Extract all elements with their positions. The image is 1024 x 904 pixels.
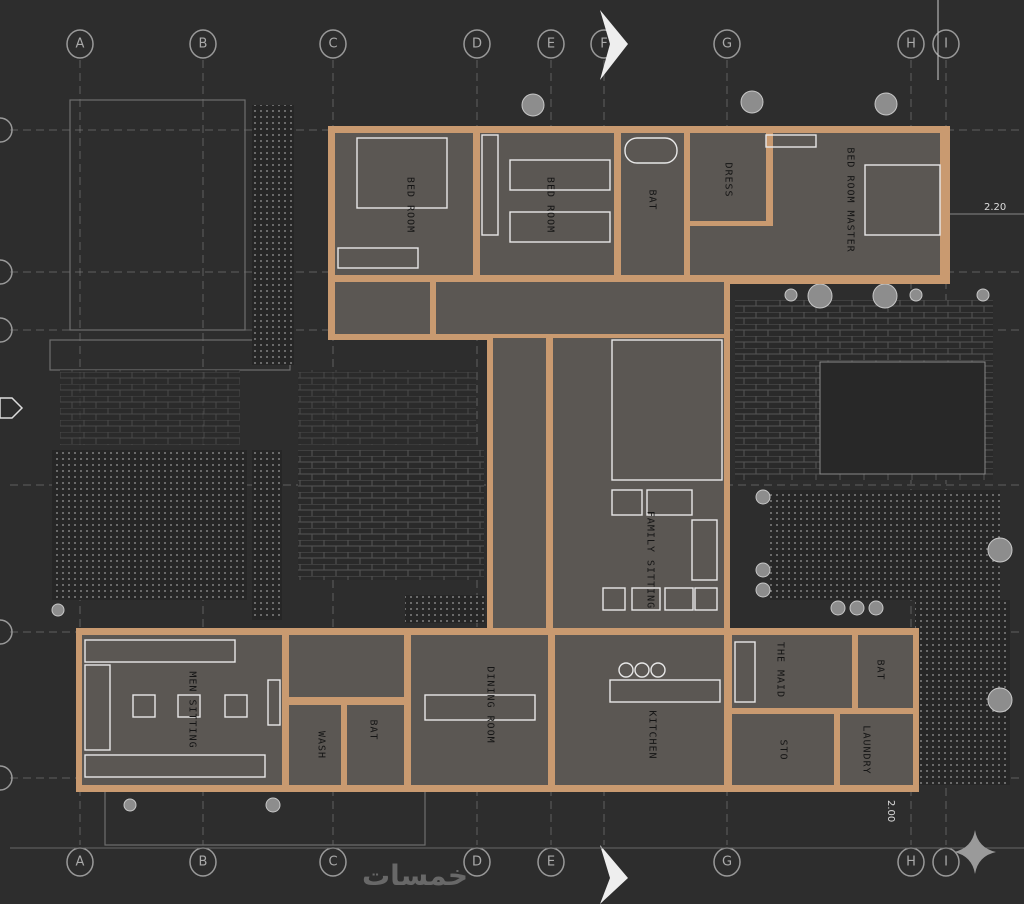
grid-label-g: G — [722, 37, 732, 52]
landscape: 2.20 2.00 — [49, 90, 1024, 846]
grid-bubbles-left — [0, 117, 24, 791]
building — [76, 126, 950, 792]
room-labels: BED ROOM BED ROOM BAT DRESS BED ROOM MAS… — [187, 147, 886, 774]
bed-icon — [509, 211, 611, 243]
room-label-men-sitting: MEN SITTING — [187, 671, 198, 748]
grid-label-f: F — [600, 37, 607, 52]
grid-bubbles-top: A B C D E F G H I — [66, 0, 960, 80]
grid-label-d: D — [472, 37, 482, 52]
room-label-laundry: LAUNDRY — [861, 725, 872, 774]
section-arrow-icon — [600, 10, 628, 80]
grid-label-d: D — [472, 855, 482, 870]
grid-label-b: B — [199, 855, 208, 870]
room-label-maid: THE MAID — [775, 642, 786, 698]
watermark-logo: خمسات — [362, 859, 468, 892]
bathtub-icon — [624, 137, 678, 164]
grid-label-b: B — [199, 37, 208, 52]
grid-label-c: C — [328, 37, 337, 52]
bed-icon — [864, 164, 941, 236]
room-label-bath-bottom: BAT — [368, 719, 379, 740]
grid-label-c: C — [328, 855, 337, 870]
grid-label-i: I — [944, 855, 948, 870]
grid-label-i: I — [944, 37, 948, 52]
room-label-family-sitting: FAMILY SITTING — [645, 511, 656, 609]
dining-table-icon — [424, 694, 536, 721]
section-arrow-icon — [600, 845, 628, 904]
room-label-master-bedroom: BED ROOM MASTER — [845, 147, 856, 252]
shrub-icons — [51, 90, 1013, 813]
grid-bubbles-bottom: A B C D E G H I — [10, 845, 1024, 904]
room-label-bedroom-1: BED ROOM — [405, 177, 416, 233]
pool — [819, 361, 986, 475]
entrance-marker-icon — [0, 397, 24, 419]
room-label-store: STO — [778, 739, 789, 760]
sparkle-icon — [954, 830, 996, 874]
grid-label-a: A — [76, 855, 85, 870]
dimension-label: 2.20 — [984, 202, 1006, 213]
room-label-bath-top: BAT — [647, 189, 658, 210]
stairs-icon — [611, 339, 723, 481]
room-label-bedroom-2: BED ROOM — [545, 177, 556, 233]
grid-label-a: A — [76, 37, 85, 52]
room-label-dress: DRESS — [723, 162, 734, 197]
room-label-bath-maid: BAT — [875, 659, 886, 680]
dimension-label: 2.00 — [885, 800, 896, 822]
room-label-dining-room: DINING ROOM — [485, 666, 496, 743]
grid-label-h: H — [906, 37, 916, 52]
bed-icon — [356, 137, 448, 209]
room-label-kitchen: KITCHEN — [647, 710, 658, 759]
bed-icon — [509, 159, 611, 191]
room-label-wash: WASH — [316, 731, 327, 759]
grid-label-e: E — [547, 855, 555, 870]
furniture — [84, 134, 941, 778]
grid-label-g: G — [722, 855, 732, 870]
grid-label-h: H — [906, 855, 916, 870]
grid-label-e: E — [547, 37, 555, 52]
